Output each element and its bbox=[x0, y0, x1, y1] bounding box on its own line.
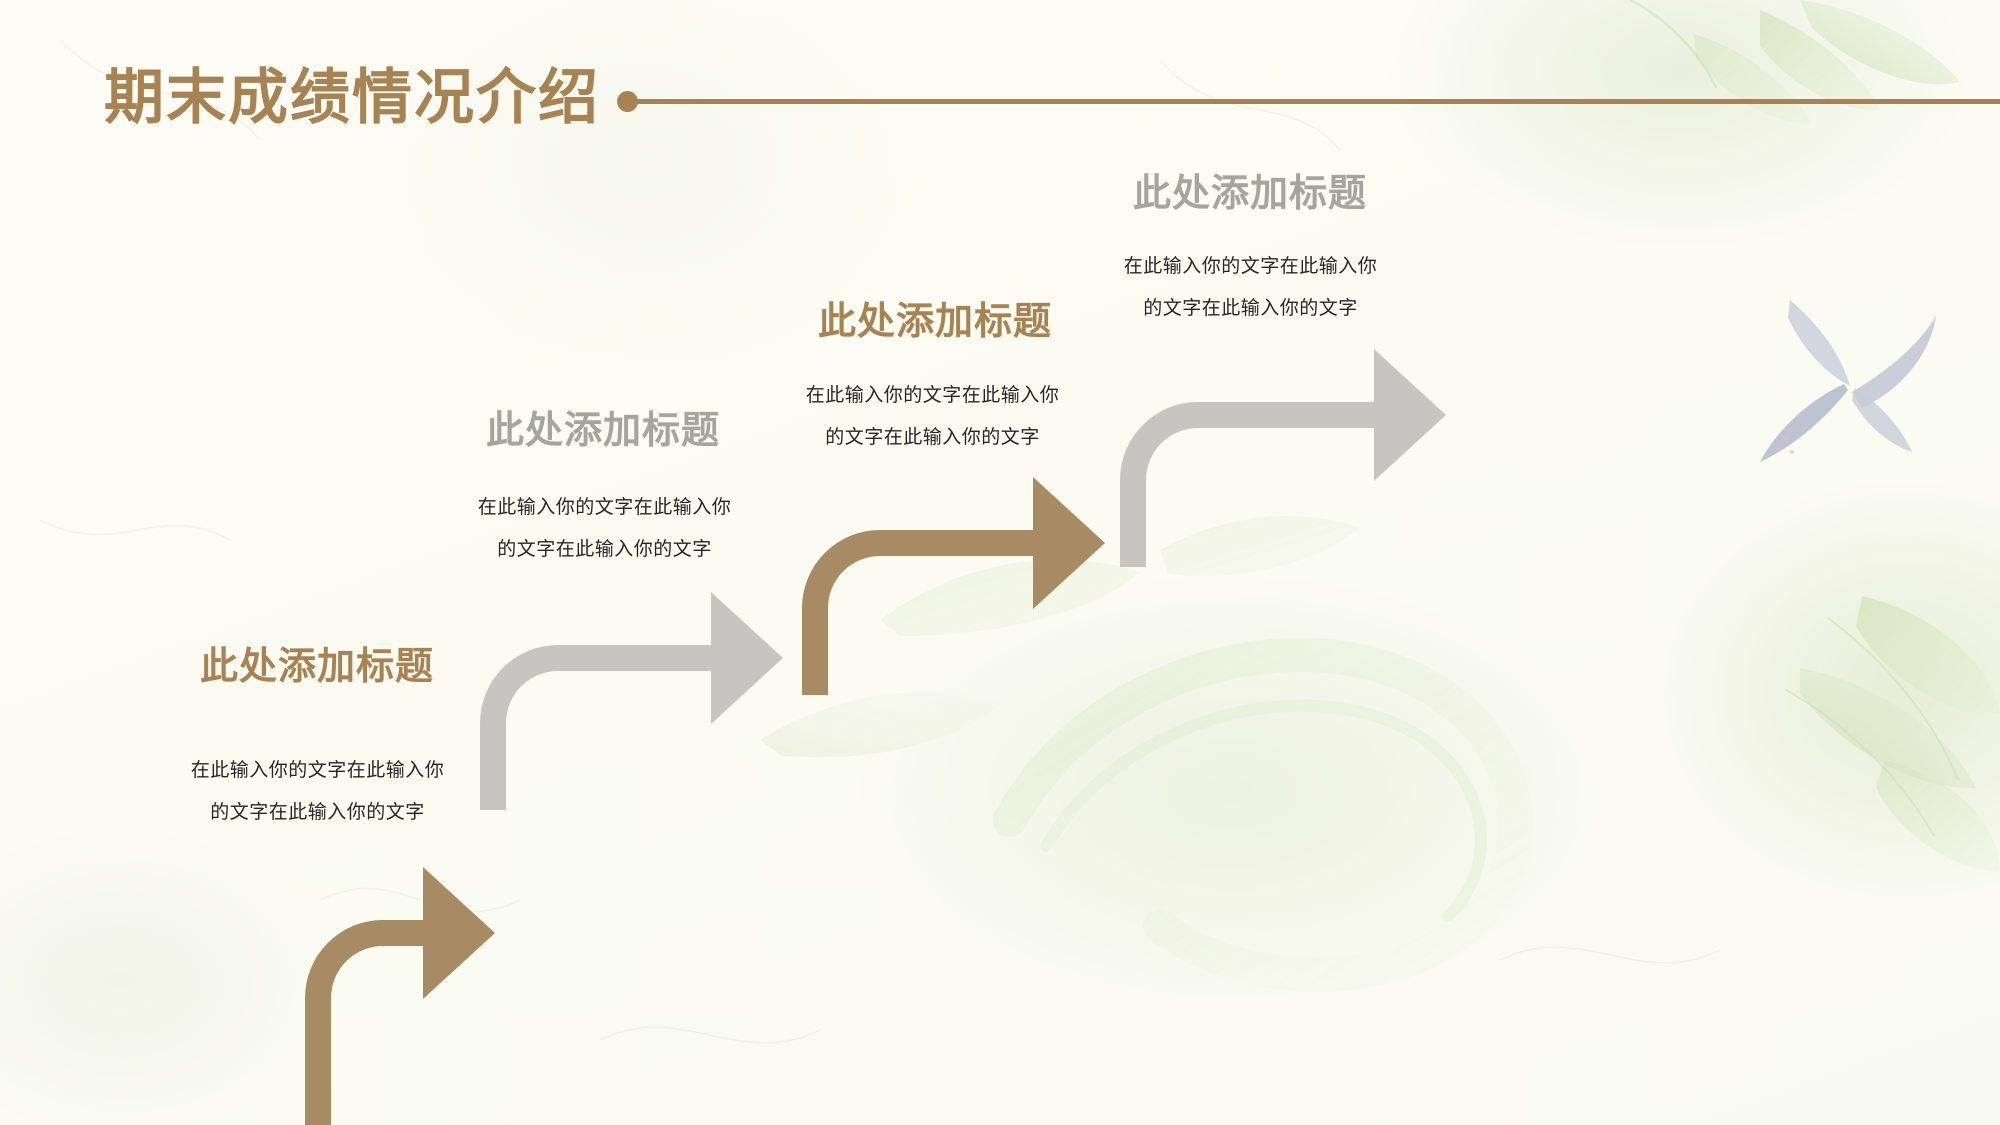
step-2-title: 此处添加标题 bbox=[486, 410, 721, 452]
step-4-body: 在此输入你的文字在此输入你的文字在此输入你的文字 bbox=[1123, 256, 1378, 319]
bent-arrow-step-4 bbox=[1078, 337, 1448, 567]
bullet-dot-icon bbox=[617, 91, 638, 112]
step-3-title: 此处添加标题 bbox=[818, 301, 1053, 343]
bent-arrow-step-1 bbox=[150, 855, 495, 1125]
bent-arrow-step-3 bbox=[760, 465, 1105, 695]
page-title: 期末成绩情况介绍 bbox=[104, 64, 600, 131]
step-3-body: 在此输入你的文字在此输入你的文字在此输入你的文字 bbox=[805, 385, 1060, 448]
leaf-cluster-right bbox=[1785, 596, 2000, 872]
slide-header: 期末成绩情况介绍 bbox=[0, 0, 2000, 180]
bent-arrow-step-2 bbox=[438, 580, 783, 810]
step-1-body: 在此输入你的文字在此输入你的文字在此输入你的文字 bbox=[190, 760, 445, 823]
step-4-title: 此处添加标题 bbox=[1133, 173, 1368, 215]
step-2-body: 在此输入你的文字在此输入你的文字在此输入你的文字 bbox=[477, 497, 732, 560]
swallow-bird-decoration bbox=[1760, 300, 1936, 462]
header-divider-line bbox=[636, 99, 2000, 104]
step-1-title: 此处添加标题 bbox=[200, 646, 435, 688]
